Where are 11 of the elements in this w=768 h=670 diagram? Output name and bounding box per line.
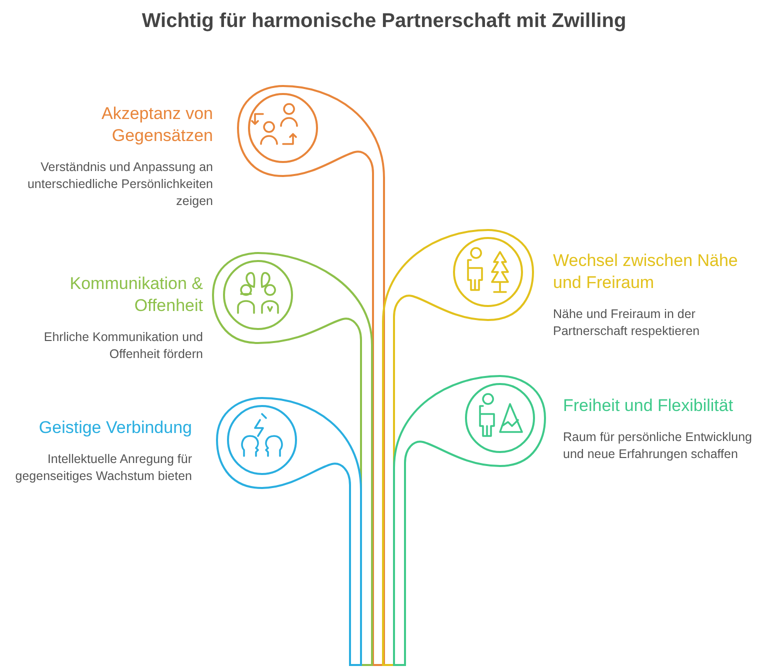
title: Wichtig für harmonische Partnerschaft mit Zwilling	[140, 10, 628, 33]
heading: Wechsel zwischen Nähe und Freiraum	[553, 250, 739, 294]
description: Intellektuelle Anregung für gegenseitiges Wachstum bieten	[14, 451, 192, 485]
heading: Geistige Verbindung	[38, 417, 192, 439]
description: Verständnis und Anpassung an unterschiedliche Persönlichkeiten zeigen	[26, 159, 213, 210]
heading: Kommunikation & Offenheit	[68, 273, 203, 317]
description: Raum für persönliche Entwicklung und neue Erfahrungen schaffen	[563, 429, 753, 463]
heading: Akzeptanz von Gegensätzen	[100, 103, 213, 147]
heading: Freiheit und Flexibilität	[563, 395, 734, 417]
description: Nähe und Freiraum in der Partnerschaft respektieren	[553, 306, 701, 340]
description: Ehrliche Kommunikation und Offenheit fördern	[42, 329, 203, 363]
